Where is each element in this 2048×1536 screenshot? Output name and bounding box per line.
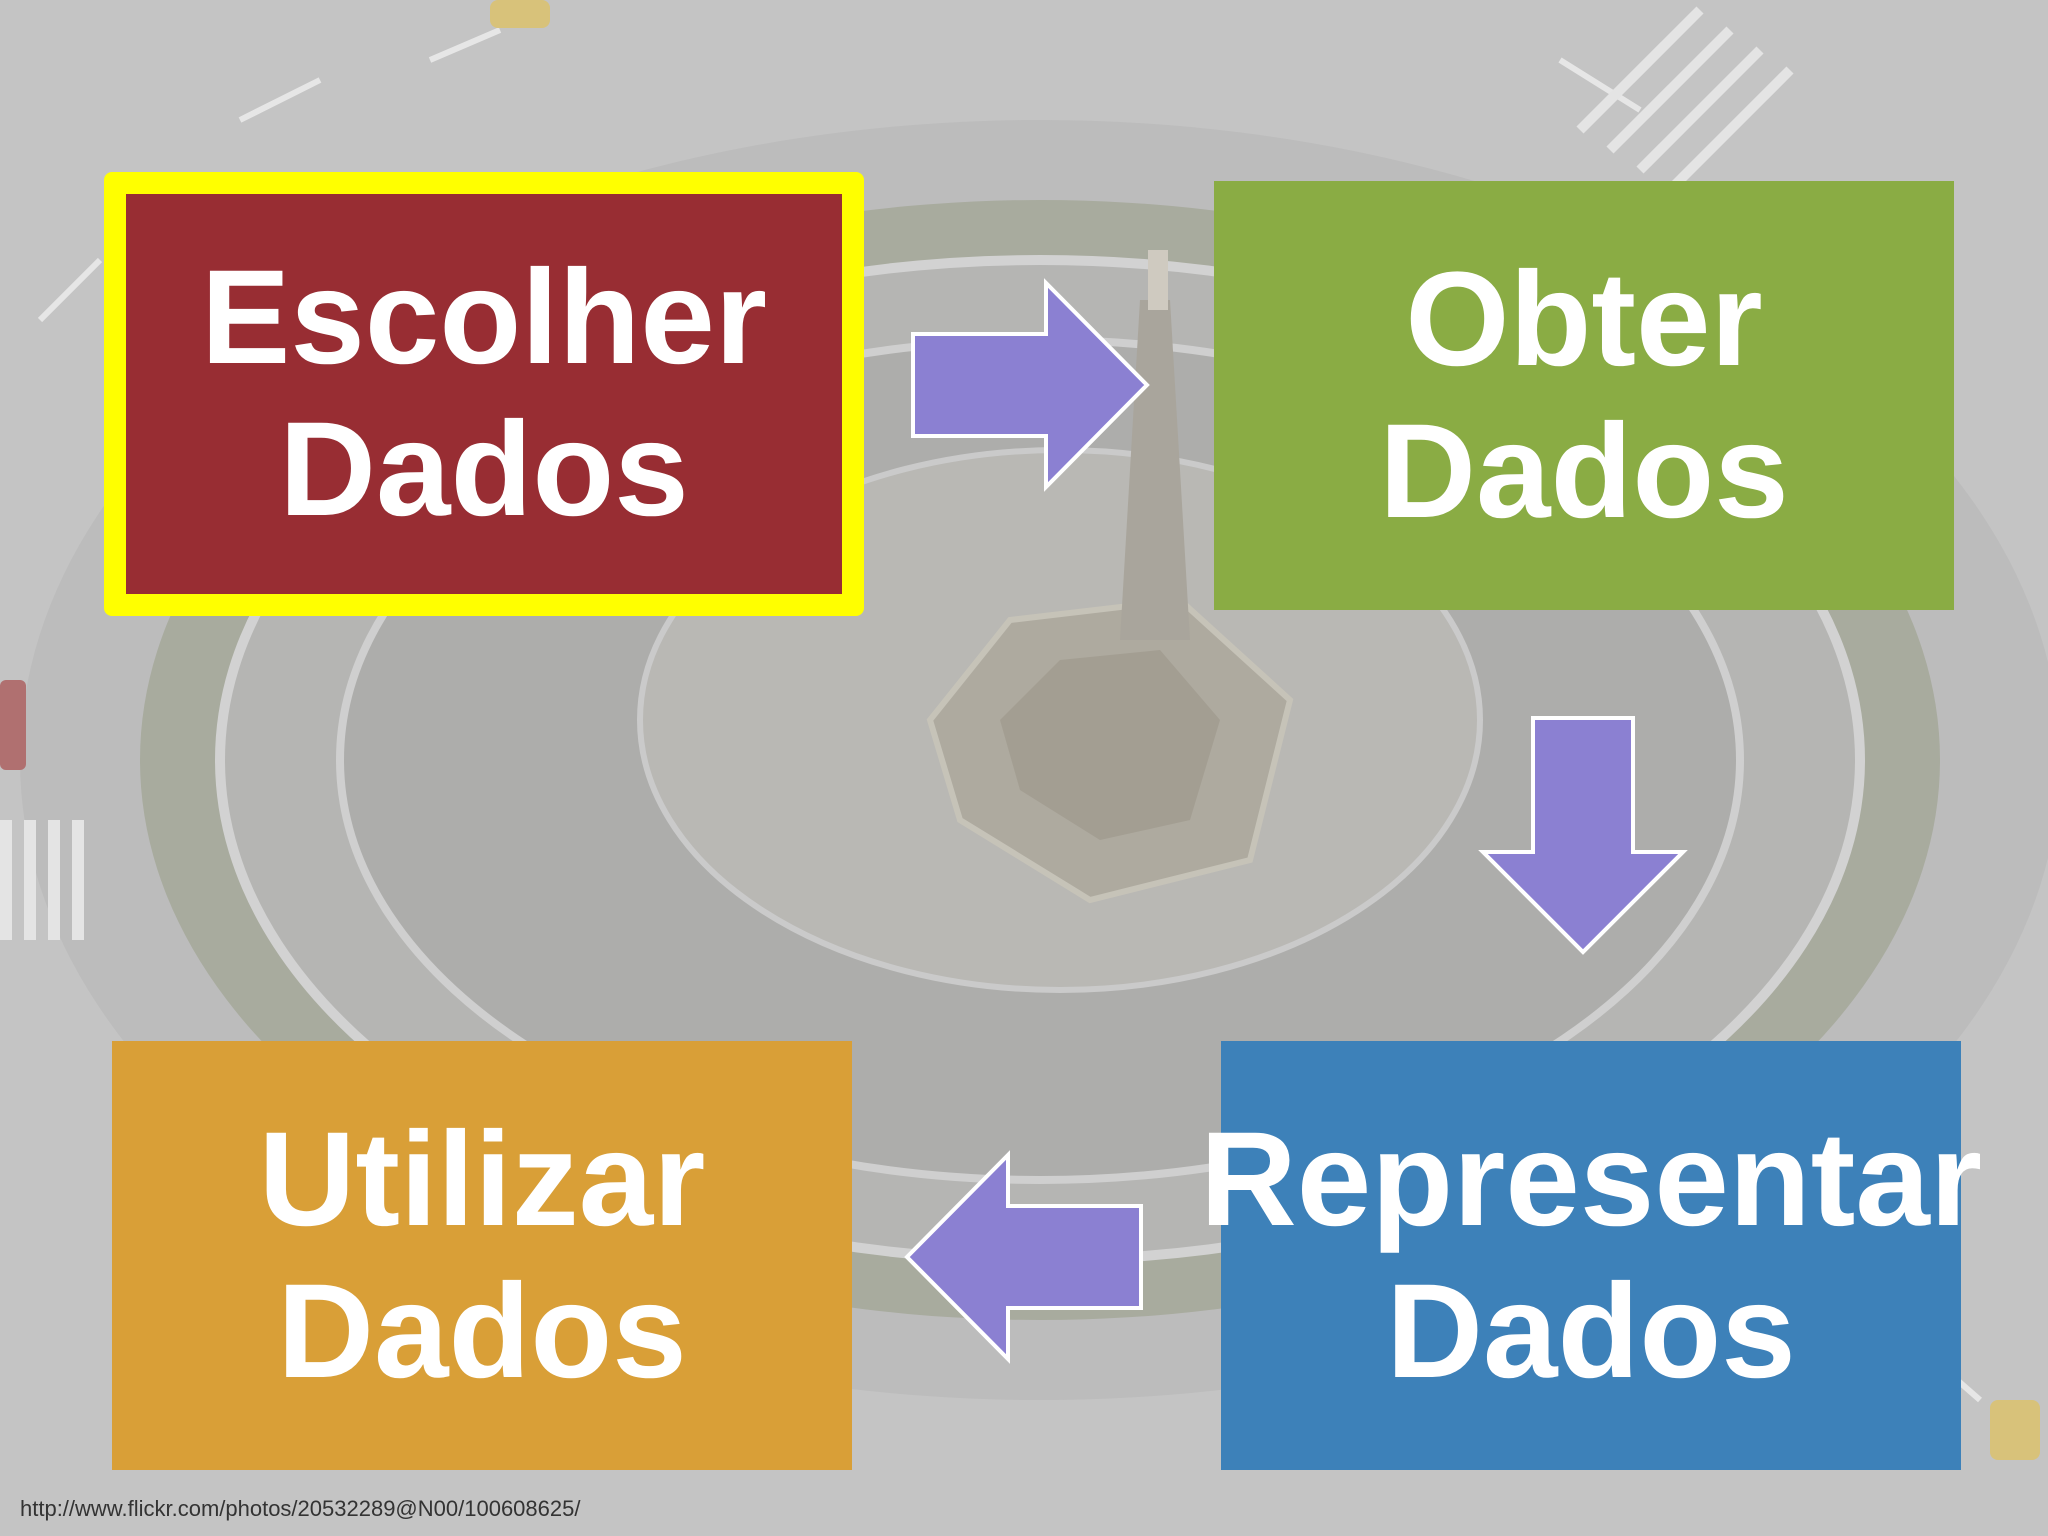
box-escolher-dados: Escolher Dados: [104, 172, 864, 616]
box-representar-line-2: Dados: [1386, 1256, 1796, 1406]
arrow-left-representar-to-utilizar: [904, 1150, 1143, 1364]
box-obter-line-2: Dados: [1379, 396, 1789, 546]
box-escolher-line-2: Dados: [279, 395, 689, 544]
box-obter-line-1: Obter: [1405, 244, 1763, 394]
box-representar-line-1: Representar: [1200, 1104, 1983, 1254]
box-utilizar-line-2: Dados: [277, 1256, 687, 1406]
box-escolher-line-1: Escolher: [200, 243, 768, 392]
box-representar-dados: Representar Dados: [1200, 1041, 1982, 1470]
box-utilizar-line-1: Utilizar: [258, 1104, 706, 1254]
arrow-down-obter-to-representar: [1478, 716, 1688, 955]
arrow-right-escolher-to-obter: [911, 278, 1150, 492]
box-obter-dados: Obter Dados: [1214, 181, 1954, 610]
photo-credit-link: http://www.flickr.com/photos/20532289@N0…: [20, 1496, 581, 1521]
box-utilizar-dados: Utilizar Dados: [112, 1041, 852, 1470]
